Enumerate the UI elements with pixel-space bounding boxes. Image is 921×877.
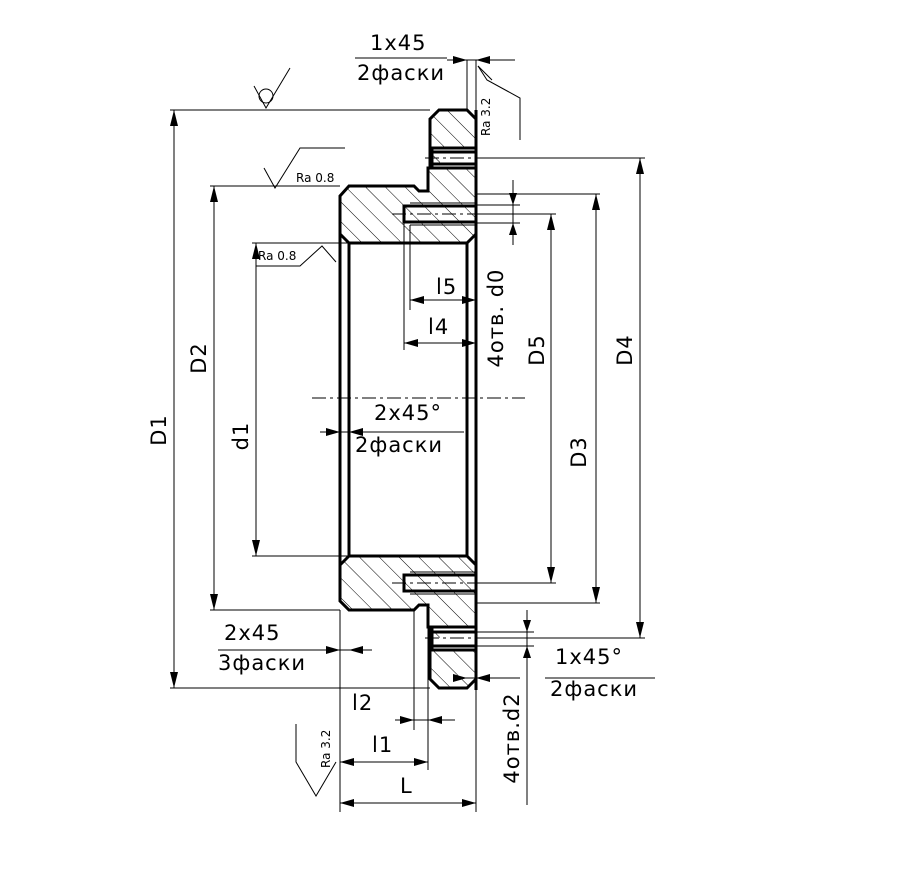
dim-l5-label: l5	[436, 275, 457, 299]
dimension-lines	[170, 56, 644, 807]
chamfer-left-label: 2x45	[224, 621, 281, 645]
roughness-symbols	[253, 65, 521, 797]
leader-lines	[218, 57, 655, 679]
dim-l2-label: l2	[352, 691, 373, 715]
dim-l1-label: l1	[372, 733, 393, 757]
lower-flange-section	[340, 556, 476, 688]
dim-D5-label: D5	[525, 334, 549, 366]
roughness-symbol-outer-bore	[263, 147, 345, 189]
dim-d1-label: d1	[229, 422, 253, 451]
section-hatching	[340, 110, 476, 688]
chamfer-top-count-label: 2фаски	[357, 61, 445, 85]
roughness-outer-bore-label: Ra 0.8	[296, 171, 334, 185]
dim-l4-label: l4	[428, 315, 449, 339]
roughness-symbol-inner-bore	[255, 243, 337, 267]
labels: 1x45 2фаски 2x45° 2фаски 2x45 3фаски 1x4…	[147, 31, 638, 798]
chamfer-center-count-label: 2фаски	[355, 433, 443, 457]
chamfer-center-label: 2x45°	[374, 401, 442, 425]
chamfer-left-count-label: 3фаски	[218, 651, 306, 675]
part-outline	[338, 108, 478, 690]
roughness-inner-bore-label: Ra 0.8	[258, 249, 296, 263]
dim-L-label: L	[400, 774, 413, 798]
extension-lines	[170, 60, 645, 812]
holes-d0-label: 4отв. d0	[484, 269, 508, 368]
chamfer-top-label: 1x45	[370, 31, 427, 55]
roughness-symbol-bottom	[295, 724, 337, 797]
roughness-bottom-label: Ra 3.2	[319, 730, 333, 768]
chamfer-right-count-label: 2фаски	[550, 677, 638, 701]
dim-D4-label: D4	[613, 334, 637, 366]
roughness-top-label: Ra 3.2	[479, 98, 493, 136]
upper-flange-section	[340, 110, 476, 243]
dim-D2-label: D2	[187, 342, 211, 374]
chamfer-right-label: 1x45°	[555, 645, 623, 669]
dim-D1-label: D1	[147, 414, 171, 446]
general-roughness-symbol	[253, 67, 291, 110]
dim-D3-label: D3	[567, 436, 591, 468]
holes-d2-label: 4отв.d2	[500, 692, 524, 783]
roughness-symbol-top	[477, 65, 521, 140]
